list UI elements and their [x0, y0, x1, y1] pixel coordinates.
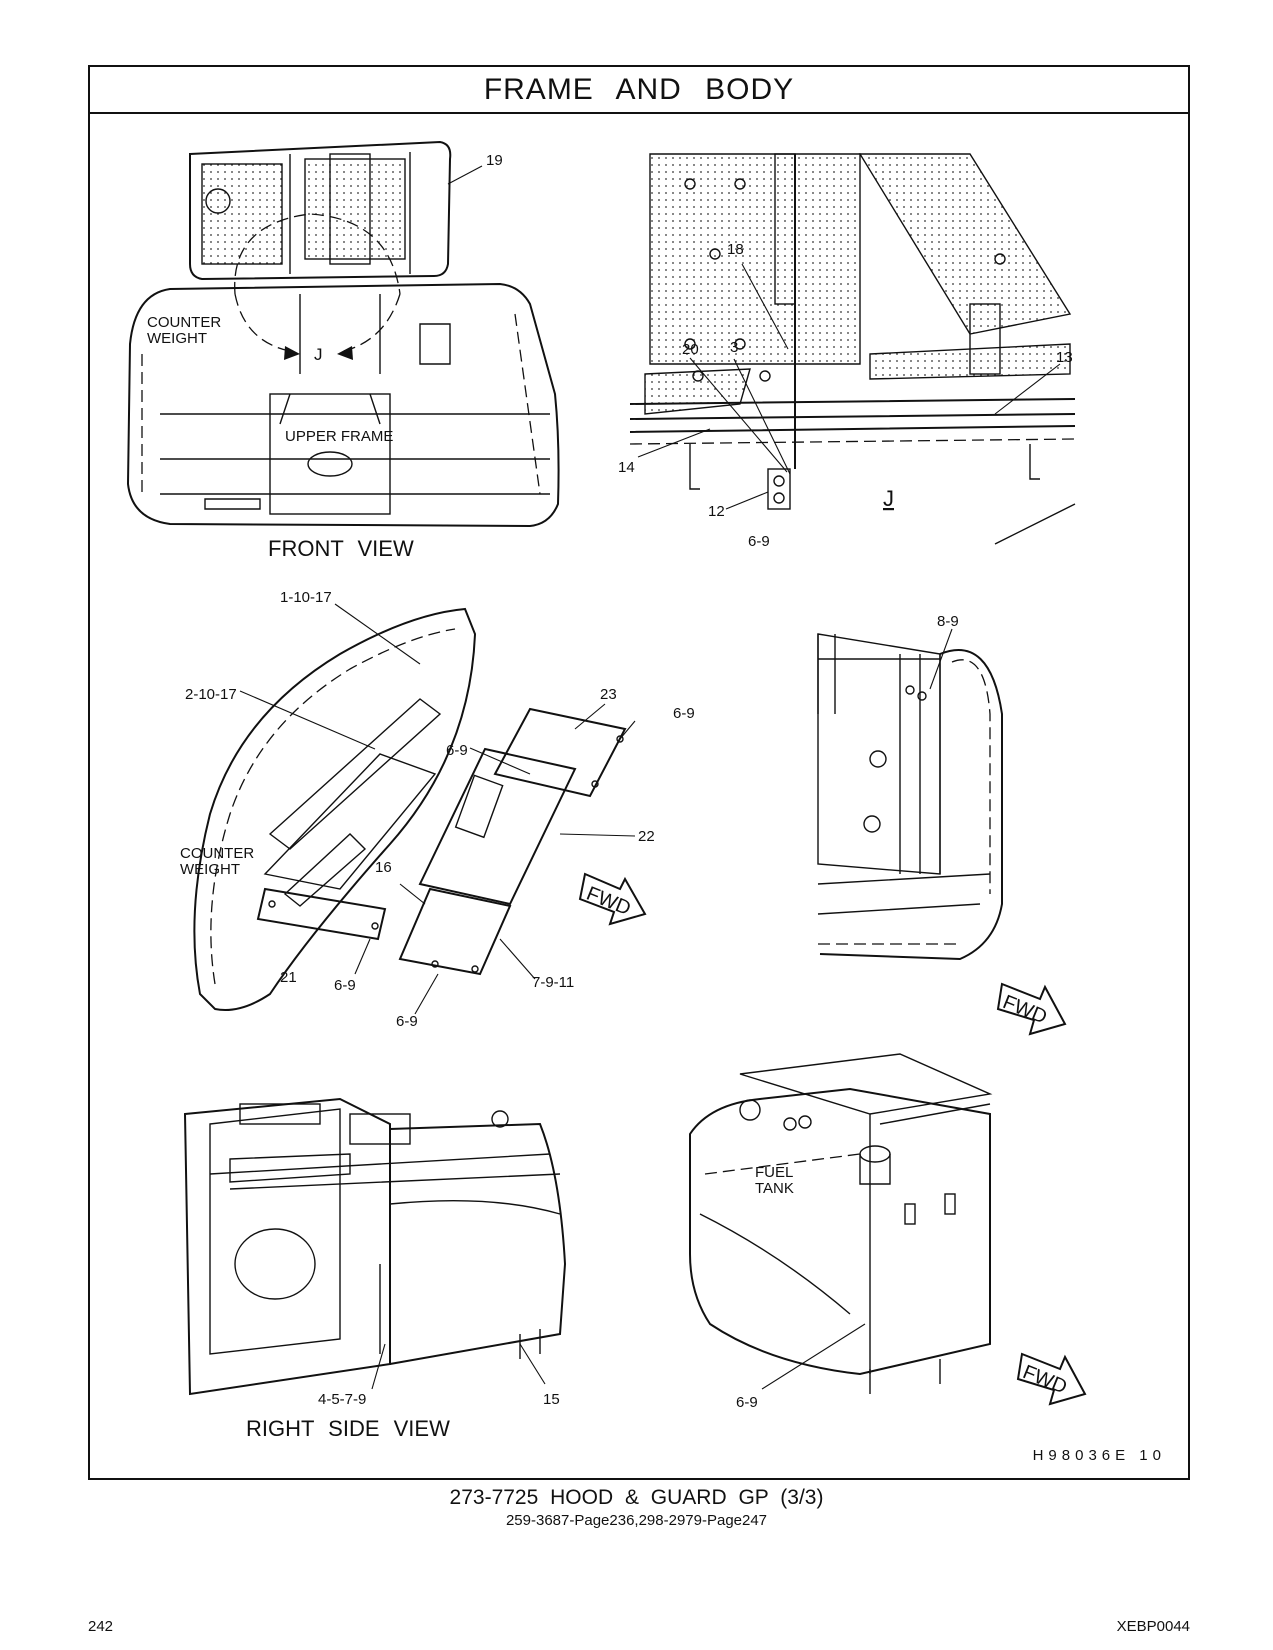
detail-j-label: J	[883, 486, 894, 511]
page-title: FRAME AND BODY	[90, 67, 1188, 114]
rear-detail-drawing: FWD 8-9	[817, 613, 1067, 1036]
counterweight-label-line2: WEIGHT	[147, 330, 207, 347]
part-label: 8-9	[937, 613, 959, 630]
hood-underside-drawing: FWD 1-10-17 2-10-17 23 6-9 6-9 22 16 7-9…	[180, 589, 695, 1030]
part-label: 15	[543, 1391, 560, 1408]
detail-j-drawing: 18 20 3 13 14 12 6-9 J	[618, 153, 1076, 550]
part-label: 2-10-17	[185, 686, 237, 703]
fwd-arrow-label: FWD	[1020, 1361, 1070, 1398]
illustration-code: H98036E 10	[1032, 1447, 1166, 1464]
part-label: 13	[1056, 349, 1073, 366]
part-label: 6-9	[673, 705, 695, 722]
detail-j-marker: J	[314, 345, 323, 364]
front-view-label: FRONT VIEW	[268, 536, 414, 561]
fuel-tank-label-line1: FUEL	[755, 1164, 793, 1181]
counterweight-label-line1: COUNTER	[180, 845, 254, 862]
part-label: 23	[600, 686, 617, 703]
part-label: 1-10-17	[280, 589, 332, 606]
part-label: 12	[708, 503, 725, 520]
counterweight-label-line1: COUNTER	[147, 314, 221, 331]
fwd-arrow-label: FWD	[1000, 991, 1050, 1028]
page-frame: FRAME AND BODY	[88, 65, 1190, 1480]
fuel-tank-drawing: FWD 6-9 FUEL TANK	[689, 1053, 1087, 1411]
part-label: 6-9	[334, 977, 356, 994]
part-label: 6-9	[396, 1013, 418, 1030]
fuel-tank-label-line2: TANK	[755, 1180, 794, 1197]
caption-reference: 259-3687-Page236,298-2979-Page247	[505, 1512, 768, 1529]
part-label: 6-9	[446, 742, 468, 759]
part-label: 6-9	[736, 1394, 758, 1411]
part-label: 20	[682, 341, 699, 358]
part-label: 19	[486, 152, 503, 169]
right-side-view-label: RIGHT SIDE VIEW	[246, 1416, 450, 1441]
right-side-view-drawing: 4-5-7-9 15 RIGHT SIDE VIEW	[183, 1097, 567, 1441]
parts-illustration: COUNTER WEIGHT J UPPER FRAME 19 FRONT VI…	[126, 140, 1087, 1441]
part-label: 3	[730, 339, 738, 356]
fwd-arrow-label: FWD	[583, 883, 633, 920]
part-label: 22	[638, 828, 655, 845]
caption-title: 273-7725 HOOD & GUARD GP (3/3)	[449, 1486, 824, 1509]
part-label: 14	[618, 459, 635, 476]
document-id: XEBP0044	[1116, 1618, 1190, 1635]
part-label: 21	[280, 969, 297, 986]
part-label: 16	[375, 859, 392, 876]
counterweight-label-line2: WEIGHT	[180, 861, 240, 878]
part-label: 18	[727, 241, 744, 258]
part-label: 4-5-7-9	[318, 1391, 366, 1408]
page-number: 242	[88, 1618, 114, 1635]
front-view-drawing: COUNTER WEIGHT J UPPER FRAME 19 FRONT VI…	[126, 140, 560, 561]
part-label: 7-9-11	[532, 974, 574, 991]
part-label: 6-9	[748, 533, 770, 550]
upper-frame-label: UPPER FRAME	[285, 428, 393, 445]
